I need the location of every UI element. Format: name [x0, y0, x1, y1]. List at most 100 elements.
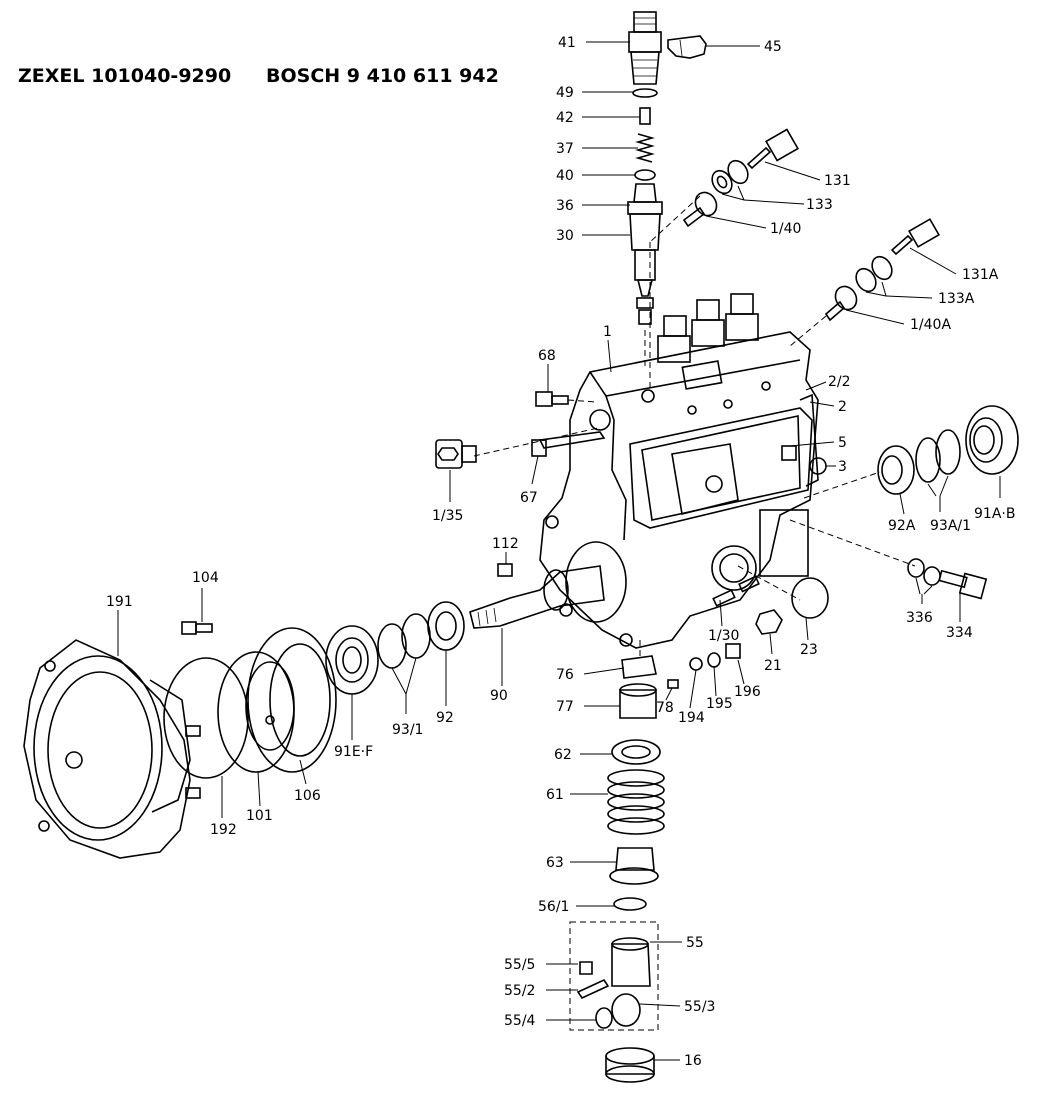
label-1-30: 1/30 — [708, 628, 739, 644]
label-16: 16 — [684, 1053, 702, 1069]
screw-78 — [667, 679, 679, 689]
label-63: 63 — [546, 855, 564, 871]
label-93A-1: 93A/1 — [930, 518, 971, 534]
label-133: 133 — [806, 197, 833, 213]
label-62: 62 — [554, 747, 572, 763]
label-194: 194 — [678, 710, 705, 726]
shims-93-1 — [377, 613, 431, 669]
label-196: 196 — [734, 684, 761, 700]
label-191: 191 — [106, 594, 133, 610]
label-112: 112 — [492, 536, 519, 552]
label-41: 41 — [558, 35, 576, 51]
label-42: 42 — [556, 110, 574, 126]
plunger-barrel-30 — [629, 213, 661, 325]
label-55-4: 55/4 — [504, 1013, 536, 1029]
screw-112 — [497, 563, 513, 577]
header-bosch-number: BOSCH 9 410 611 942 — [266, 65, 499, 87]
stud-1-30 — [712, 575, 760, 607]
delivery-valve-36 — [627, 183, 663, 215]
label-90: 90 — [490, 688, 508, 704]
pump-housing-1 — [539, 293, 819, 649]
washers-133 — [711, 159, 749, 195]
label-106: 106 — [294, 788, 321, 804]
label-5: 5 — [838, 435, 847, 451]
shim-56-1 — [613, 897, 647, 911]
o-ring-192 — [163, 657, 249, 779]
seal-92A — [877, 445, 915, 495]
label-78: 78 — [656, 700, 674, 716]
label-23: 23 — [800, 642, 818, 658]
label-61: 61 — [546, 787, 564, 803]
label-91A-B: 91A·B — [974, 506, 1015, 522]
label-1-40A: 1/40A — [910, 317, 951, 333]
label-68: 68 — [538, 348, 556, 364]
spring-61 — [607, 769, 665, 835]
label-131: 131 — [824, 173, 851, 189]
nut-196 — [725, 643, 741, 659]
part-labels: 41 45 49 42 37 40 36 30 131 133 1/40 131… — [106, 35, 1015, 1069]
tappet-parts-76 — [621, 655, 657, 679]
camshaft-90 — [469, 565, 605, 629]
bearing-91A-B — [965, 405, 1019, 475]
banjo-bolt-131A — [890, 218, 940, 256]
gasket-106 — [247, 627, 337, 773]
washer-194 — [689, 657, 703, 671]
o-ring-49 — [632, 88, 658, 98]
bolt-334 — [938, 569, 988, 600]
spring-seat-42 — [639, 107, 651, 125]
label-55-3: 55/3 — [684, 999, 715, 1015]
fitting-1-40A — [824, 285, 858, 322]
label-92: 92 — [436, 710, 454, 726]
spring-seat-63 — [609, 847, 659, 885]
label-77: 77 — [556, 699, 574, 715]
label-49: 49 — [556, 85, 574, 101]
label-37: 37 — [556, 141, 574, 157]
label-45: 45 — [764, 39, 782, 55]
label-131A: 131A — [962, 267, 999, 283]
label-1-40: 1/40 — [770, 221, 801, 237]
spring-37 — [635, 133, 655, 163]
label-30: 30 — [556, 228, 574, 244]
label-192: 192 — [210, 822, 237, 838]
screw-104 — [181, 621, 213, 635]
outlet-fittings — [657, 293, 759, 363]
label-93-1: 93/1 — [392, 722, 423, 738]
gasket-2-2 — [799, 393, 819, 487]
label-21: 21 — [764, 658, 782, 674]
label-55: 55 — [686, 935, 704, 951]
banjo-bolt-131 — [746, 128, 799, 170]
o-ring-23 — [791, 577, 829, 619]
label-76: 76 — [556, 667, 574, 683]
label-40: 40 — [556, 168, 574, 184]
bearing-91E-F — [325, 625, 379, 695]
gasket-40 — [634, 169, 656, 181]
lever-67 — [531, 431, 606, 457]
plug-16 — [605, 1047, 655, 1083]
shims-93A-1 — [915, 429, 961, 483]
seal-92 — [427, 601, 465, 651]
flange-101 — [217, 651, 295, 773]
label-2: 2 — [838, 399, 847, 415]
label-55-2: 55/2 — [504, 983, 535, 999]
washers-133A — [855, 255, 893, 293]
spring-seat-62 — [611, 739, 661, 765]
screw-68 — [535, 391, 569, 407]
leader-lines — [117, 41, 1001, 1061]
governor-housing-191 — [23, 639, 201, 859]
label-1: 1 — [603, 324, 612, 340]
label-133A: 133A — [938, 291, 975, 307]
label-36: 36 — [556, 198, 574, 214]
label-67: 67 — [520, 490, 538, 506]
label-55-5: 55/5 — [504, 957, 535, 973]
label-195: 195 — [706, 696, 733, 712]
plug-1-35 — [435, 439, 477, 469]
delivery-valve-holder-41 — [628, 11, 662, 85]
header-zexel-number: ZEXEL 101040-9290 — [18, 65, 231, 87]
label-104: 104 — [192, 570, 219, 586]
screw-5 — [781, 445, 797, 461]
nut-21 — [755, 609, 783, 635]
label-3: 3 — [838, 459, 847, 475]
label-1-35: 1/35 — [432, 508, 463, 524]
tappet-assembly-55 — [569, 921, 659, 1031]
